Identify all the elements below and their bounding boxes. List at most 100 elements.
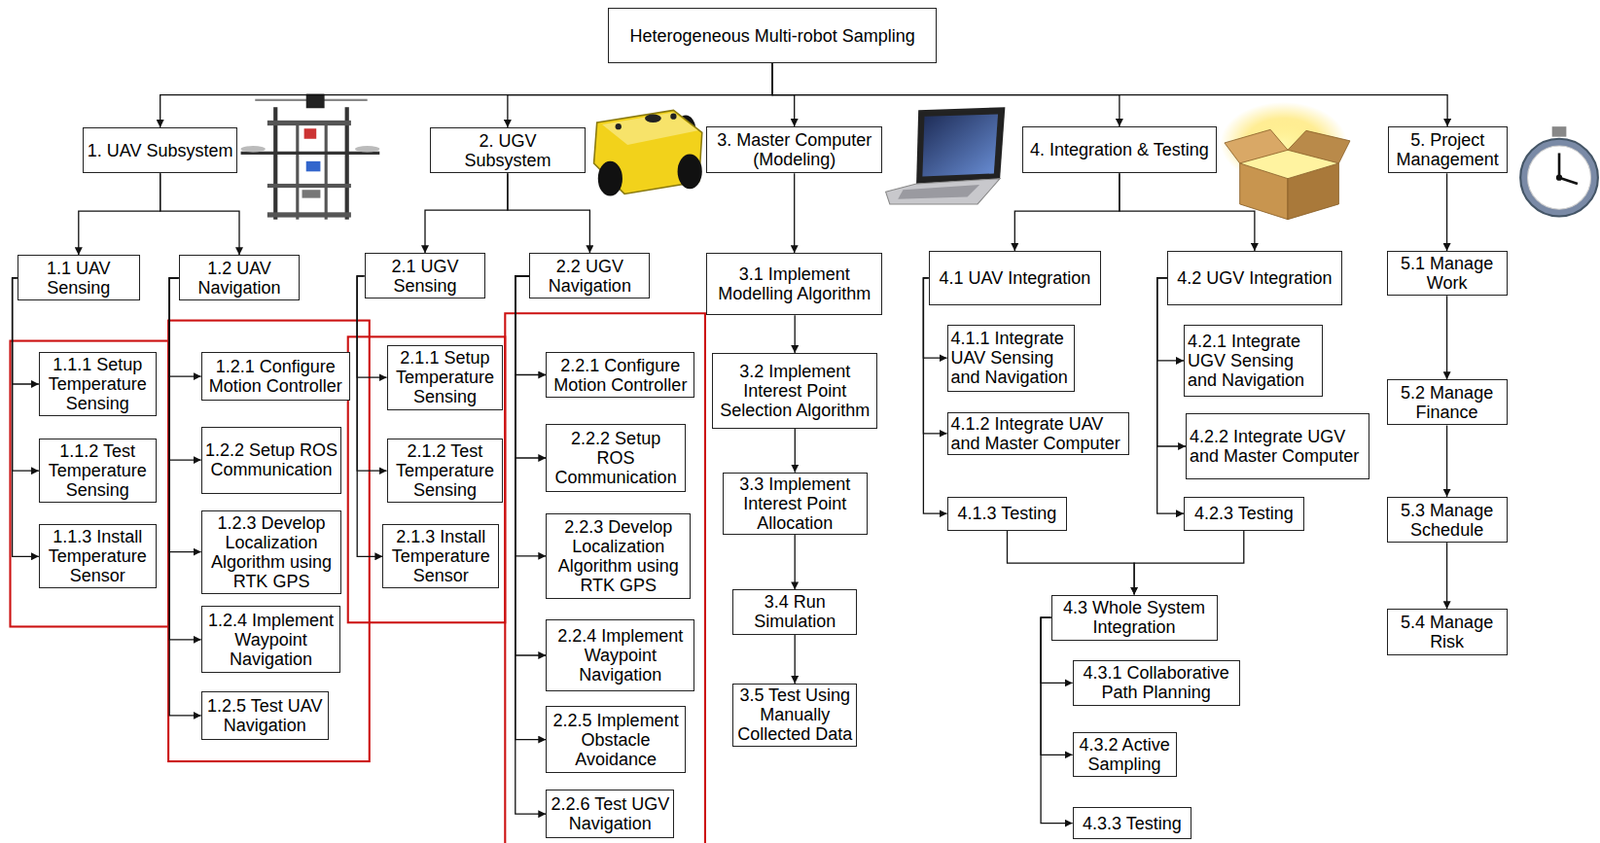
box-label: 2.2 UGV Navigation xyxy=(533,256,646,296)
connector-arrow xyxy=(1040,617,1073,823)
box-label: 1.1.1 Setup Temperature Sensing xyxy=(42,355,153,414)
box-label: 3.5 Test Using Manually Collected Data xyxy=(736,685,854,745)
box-label: 4.1.3 Testing xyxy=(958,503,1058,524)
wbs-box: 4.3.3 Testing xyxy=(1072,807,1193,841)
box-label: 4.1 UAV Integration xyxy=(938,268,1091,288)
wbs-box: 1.1.1 Setup Temperature Sensing xyxy=(38,352,157,417)
box-label: 4.3.1 Collaborative Path Planning xyxy=(1076,663,1237,703)
box-illustration xyxy=(1220,102,1351,220)
box-label: 5. Project Management xyxy=(1391,130,1504,170)
connector-arrow xyxy=(515,276,547,741)
wbs-box: 4.3.1 Collaborative Path Planning xyxy=(1072,660,1241,707)
wbs-box: 2.2.6 Test UGV Navigation xyxy=(545,789,675,839)
box-label: 1. UAV Subsystem xyxy=(87,141,234,161)
sensor-block xyxy=(306,94,325,109)
connector-arrow xyxy=(794,635,796,684)
rotor xyxy=(355,145,380,152)
box-label: 5.3 Manage Schedule xyxy=(1390,500,1504,540)
box-label: 4.2 UGV Integration xyxy=(1176,268,1332,288)
box-label: 3.4 Run Simulation xyxy=(736,592,854,632)
stopwatch-face xyxy=(1528,145,1592,210)
wbs-box: 4.1 UAV Integration xyxy=(928,250,1102,306)
highlight-frame xyxy=(168,320,370,762)
box-label: 1.2.5 Test UAV Navigation xyxy=(205,696,325,736)
box-label: 4.2.3 Testing xyxy=(1194,503,1294,524)
box-label: 5.2 Manage Finance xyxy=(1390,383,1504,423)
stopwatch-rim xyxy=(1520,139,1599,217)
wbs-box: 2.2.2 Setup ROS Communication xyxy=(545,424,686,492)
connector-arrow xyxy=(160,63,774,128)
connector-arrow xyxy=(1134,531,1245,596)
box-label: 3.1 Implement Modelling Algorithm xyxy=(710,264,879,304)
connector-arrow xyxy=(515,276,547,459)
connector-arrow xyxy=(356,276,383,558)
box-label: 1.2.1 Configure Motion Controller xyxy=(205,356,347,396)
wbs-box: 2.1.1 Setup Temperature Sensing xyxy=(387,345,504,411)
wheel xyxy=(677,153,703,189)
lidar-puck xyxy=(644,114,662,123)
box-label: 2.2.6 Test UGV Navigation xyxy=(549,794,671,834)
wbs-box: 2.2.1 Configure Motion Controller xyxy=(545,352,695,398)
box-label: 4.3.3 Testing xyxy=(1082,814,1182,834)
wbs-box: 2.2.3 Develop Localization Algorithm usi… xyxy=(545,513,691,600)
connector-arrow xyxy=(12,278,39,471)
laptop-base xyxy=(886,178,1001,205)
connector-arrow xyxy=(923,278,947,514)
highlight-frame xyxy=(348,336,506,623)
frame-post xyxy=(324,122,328,220)
antenna-base xyxy=(615,123,622,130)
box-label: 3.2 Implement Interest Point Selection A… xyxy=(715,361,874,421)
box-label: 4.1.2 Integrate UAV and Master Computer xyxy=(951,414,1127,454)
highlight-frame xyxy=(504,313,706,843)
box-label: 5.1 Manage Work xyxy=(1390,253,1504,293)
wbs-box: 4.1.1 Integrate UAV Sensing and Navigati… xyxy=(947,324,1075,392)
wbs-box: 2.1.2 Test Temperature Sensing xyxy=(387,438,504,503)
wbs-box: 2.1 UGV Sensing xyxy=(364,252,487,299)
wbs-box: 1.2.2 Setup ROS Communication xyxy=(201,426,343,495)
connector-arrow xyxy=(793,173,795,253)
connector-arrow xyxy=(169,278,202,716)
wbs-box: 4.3 Whole System Integration xyxy=(1051,595,1218,641)
connector-arrow xyxy=(1446,173,1448,251)
frame-plate xyxy=(267,120,352,126)
frame-post xyxy=(295,122,299,220)
box-label: 1.2.2 Setup ROS Communication xyxy=(205,440,339,480)
wbs-box: 2.2.5 Implement Obstacle Avoidance xyxy=(545,706,686,774)
antenna-base xyxy=(670,113,676,120)
connector-arrow xyxy=(1446,295,1448,380)
laptop-screen-frame xyxy=(916,106,1005,184)
box-label: 4.1.1 Integrate UAV Sensing and Navigati… xyxy=(951,328,1071,388)
connector-arrow xyxy=(794,428,796,473)
connector-arrow xyxy=(507,173,591,253)
drone-illustration xyxy=(241,94,381,220)
box-label: Heterogeneous Multi-robot Sampling xyxy=(630,26,916,46)
connector-arrow xyxy=(160,173,240,255)
wbs-box: 1.2 UAV Navigation xyxy=(178,254,301,301)
connector-arrow xyxy=(794,534,796,591)
wbs-box: 4.1.3 Testing xyxy=(947,497,1068,532)
box-label: 4.3.2 Active Sampling xyxy=(1076,735,1174,775)
wbs-box: 5.3 Manage Schedule xyxy=(1386,497,1508,543)
box-label: 1.1 UAV Sensing xyxy=(21,258,137,298)
box-label: 2.1.3 Install Temperature Sensor xyxy=(386,527,496,586)
box-label: 2.1.1 Setup Temperature Sensing xyxy=(391,348,500,407)
box-label: 3.3 Implement Interest Point Allocation xyxy=(726,474,864,534)
box-label: 2.2.2 Setup ROS Communication xyxy=(549,428,682,488)
wbs-box: 5. Project Management xyxy=(1387,126,1508,174)
box-label: 1.1.3 Install Temperature Sensor xyxy=(42,527,153,586)
wbs-box: 5.2 Manage Finance xyxy=(1386,379,1508,426)
connector-arrow xyxy=(1446,426,1448,498)
connector-arrow xyxy=(1157,278,1184,514)
wbs-box: 3.1 Implement Modelling Algorithm xyxy=(706,252,883,316)
box-flap xyxy=(1287,130,1351,164)
wbs-box: 1.2.1 Configure Motion Controller xyxy=(201,352,351,401)
box-label: 4. Integration & Testing xyxy=(1030,140,1209,160)
box-label: 2.2.4 Implement Waypoint Navigation xyxy=(549,626,691,685)
wbs-box: 2. UGV Subsystem xyxy=(429,127,587,174)
connector-arrow xyxy=(1007,531,1136,596)
component xyxy=(306,161,321,172)
stopwatch-button xyxy=(1552,126,1567,137)
wbs-box: 1.1.2 Test Temperature Sensing xyxy=(38,438,157,503)
laptop-keyboard xyxy=(897,184,980,200)
